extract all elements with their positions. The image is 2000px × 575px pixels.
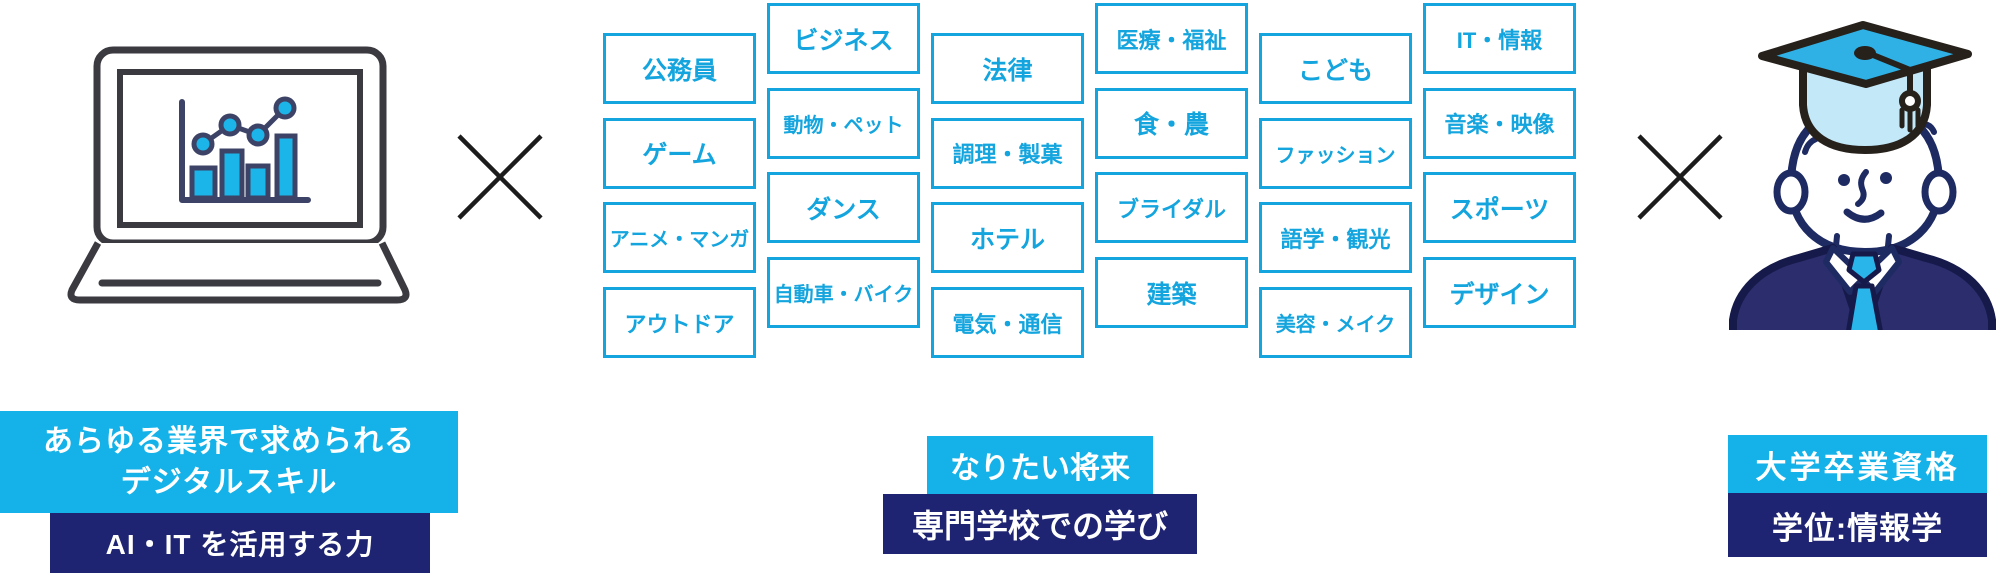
category-box: 公務員 <box>603 33 756 104</box>
category-box: 医療・福祉 <box>1095 3 1248 74</box>
chart-bars <box>189 133 298 201</box>
category-box: デザイン <box>1423 257 1576 329</box>
multiply-icon <box>457 134 543 220</box>
category-box: IT・情報 <box>1423 3 1576 74</box>
category-box: 食・農 <box>1095 87 1248 159</box>
category-box: 美容・メイク <box>1259 287 1412 359</box>
label-digital-skills-line1: あらゆる業界で求められる <box>43 424 415 458</box>
category-box: ホテル <box>931 202 1084 274</box>
label-future-goal: なりたい将来 <box>927 436 1153 494</box>
multiply-icon <box>1637 134 1723 220</box>
label-digital-skills: あらゆる業界で求められる デジタルスキル <box>0 411 458 513</box>
graduate-icon <box>1729 21 1996 330</box>
label-vocational-learning: 専門学校での学び <box>883 494 1197 554</box>
label-university-degree: 大学卒業資格 <box>1728 435 1987 493</box>
label-degree-informatics: 学位:情報学 <box>1728 493 1987 557</box>
category-box: 調理・製菓 <box>931 117 1084 189</box>
category-box: 語学・観光 <box>1259 202 1412 274</box>
category-box: ゲーム <box>603 117 756 189</box>
category-box: 電気・通信 <box>931 287 1084 359</box>
category-box: 自動車・バイク <box>767 257 920 329</box>
chart-trend-line <box>191 96 297 156</box>
category-box: 音楽・映像 <box>1423 87 1576 159</box>
category-box: ダンス <box>767 172 920 244</box>
category-box: スポーツ <box>1423 172 1576 244</box>
category-box: アウトドア <box>603 287 756 359</box>
category-box: こども <box>1259 33 1412 104</box>
label-digital-skills-line2: デジタルスキル <box>120 466 338 499</box>
category-box: ビジネス <box>767 3 920 74</box>
label-ai-it-power: AI・IT を活用する力 <box>50 513 430 573</box>
category-box: 法律 <box>931 33 1084 104</box>
category-box: 動物・ペット <box>767 87 920 159</box>
category-box: ファッション <box>1259 117 1412 189</box>
category-box: ブライダル <box>1095 172 1248 244</box>
category-box: アニメ・マンガ <box>603 202 756 274</box>
laptop-analytics-icon <box>67 46 410 304</box>
category-box: 建築 <box>1095 257 1248 329</box>
